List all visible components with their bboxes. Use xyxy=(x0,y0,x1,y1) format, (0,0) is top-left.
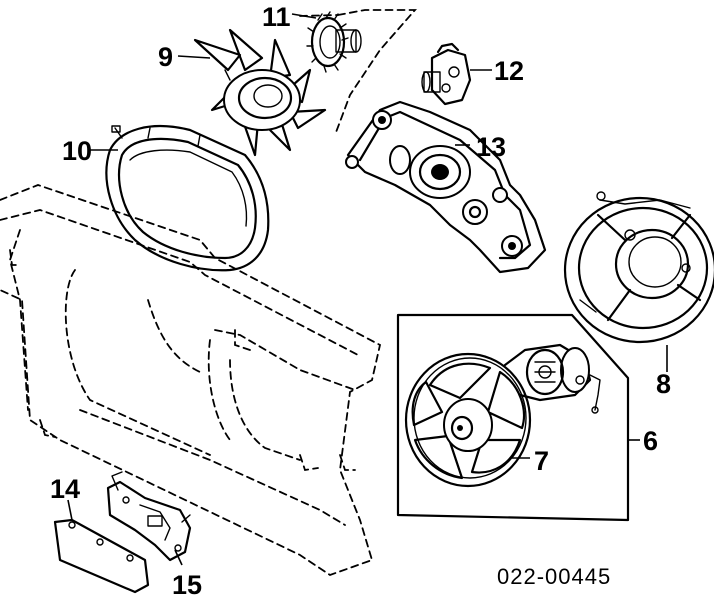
callout-14: 14 xyxy=(50,474,80,504)
callout-6: 6 xyxy=(643,426,658,456)
callout-8: 8 xyxy=(656,369,671,399)
drive-belt-bracket xyxy=(345,100,547,274)
callouts: 10 9 11 12 13 8 6 7 14 15 xyxy=(50,2,671,600)
callout-12: 12 xyxy=(494,56,524,86)
callout-10: 10 xyxy=(62,136,92,166)
callout-7: 7 xyxy=(534,446,549,476)
part-number-label: 022-00445 xyxy=(497,564,611,589)
aux-fan-shroud xyxy=(563,191,714,344)
fan-bracket xyxy=(106,471,192,562)
fan-blade-assembly xyxy=(193,28,327,157)
callout-15: 15 xyxy=(172,570,202,600)
mounting-plate xyxy=(53,518,150,594)
electric-fan xyxy=(404,343,601,488)
callout-9: 9 xyxy=(158,42,173,72)
radiator-support-frame xyxy=(0,184,382,576)
fan-shroud xyxy=(105,125,270,272)
fan-pulley xyxy=(299,9,417,136)
leader-lines xyxy=(67,13,668,566)
callout-13: 13 xyxy=(476,132,506,162)
callout-11: 11 xyxy=(262,2,291,32)
electric-fan-assembly-box xyxy=(396,313,630,522)
belt-tensioner xyxy=(421,42,472,106)
